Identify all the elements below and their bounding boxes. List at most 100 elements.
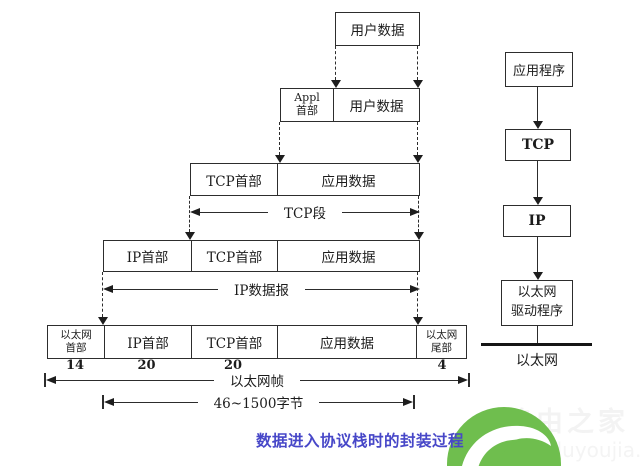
row3-tcp-box: TCP首部 应用数据	[190, 163, 420, 196]
eth-header-line1: 以太网	[60, 329, 92, 342]
dashed-connector	[417, 122, 419, 155]
arrow-right-icon	[410, 208, 421, 216]
row4-tcp-header-cell: TCP首部	[191, 241, 277, 271]
frame-bytes-span: 46~1500字节	[102, 393, 416, 412]
dashed-connector	[279, 122, 281, 155]
arrow-down-icon	[275, 155, 285, 163]
stack-ethernet-driver-cell: 以太网 驱动程序	[502, 281, 572, 325]
ip-datagram-span: IP数据报	[103, 280, 421, 299]
row1-user-data-label: 用户数据	[350, 23, 405, 39]
stack-tcp-box: TCP	[505, 129, 571, 161]
size-eth-trailer: 4	[437, 358, 447, 373]
ethernet-driver-line1: 以太网	[517, 285, 557, 301]
row3-app-data-cell: 应用数据	[277, 164, 419, 195]
ip-datagram-label: IP数据报	[234, 283, 289, 299]
arrow-down-icon	[414, 232, 424, 240]
arrow-right-icon	[403, 398, 414, 406]
arrow-right-icon	[458, 376, 468, 384]
stack-ethernet-driver-box: 以太网 驱动程序	[501, 280, 573, 326]
row5-app-data-label: 应用数据	[320, 336, 374, 352]
row5-app-data-cell: 应用数据	[277, 326, 416, 358]
row2-appl-box: Appl 首部 用户数据	[280, 88, 420, 122]
frame-bytes-label: 46~1500字节	[213, 396, 304, 412]
dashed-connector	[102, 272, 104, 317]
ethernet-frame-label: 以太网帧	[230, 374, 284, 390]
row4-app-data-label: 应用数据	[321, 250, 376, 266]
dim-endbar	[468, 373, 470, 387]
site-logo-icon	[447, 407, 561, 466]
row4-tcp-header-label: TCP首部	[206, 250, 263, 266]
row5-tcp-header-label: TCP首部	[206, 336, 263, 352]
row3-tcp-header-cell: TCP首部	[191, 164, 277, 195]
span-line	[113, 288, 219, 290]
row3-tcp-header-label: TCP首部	[206, 173, 262, 190]
span-line	[56, 379, 214, 381]
row2-user-data-label: 用户数据	[349, 99, 404, 115]
span-line	[200, 211, 269, 213]
row3-app-data-label: 应用数据	[321, 173, 376, 190]
row4-ip-header-cell: IP首部	[104, 241, 191, 271]
arrow-down-icon	[413, 155, 423, 163]
stack-tcp-cell: TCP	[506, 130, 570, 160]
arrow-down-icon	[533, 121, 543, 129]
size-tcp-header: 20	[223, 358, 243, 373]
span-line	[114, 401, 198, 403]
span-line	[304, 288, 411, 290]
row2-appl-header-cell: Appl 首部	[281, 89, 333, 121]
row5-tcp-header-cell: TCP首部	[191, 326, 277, 358]
stack-application-box: 应用程序	[505, 52, 573, 87]
dashed-connector	[417, 272, 419, 317]
row2-user-data-cell: 用户数据	[333, 89, 419, 121]
span-line	[341, 211, 411, 213]
row5-ip-header-cell: IP首部	[104, 326, 191, 358]
row4-ip-box: IP首部 TCP首部 应用数据	[103, 240, 420, 272]
arrow-down-icon	[533, 272, 543, 280]
eth-trailer-line2: 尾部	[431, 342, 452, 354]
stack-tcp-label: TCP	[521, 137, 555, 153]
arrow-down-icon	[533, 197, 543, 205]
arrow-down-icon	[331, 80, 341, 88]
diagram-caption: 数据进入协议栈时的封装过程	[255, 431, 464, 450]
row5-ip-header-label: IP首部	[127, 336, 169, 352]
stack-connector	[537, 161, 539, 197]
dashed-connector	[417, 46, 419, 80]
appl-header-line2: 首部	[296, 104, 318, 117]
stack-connector	[537, 237, 539, 272]
arrow-left-icon	[46, 376, 56, 384]
ethernet-wire	[481, 343, 592, 346]
row5-eth-trailer-cell: 以太网 尾部	[416, 326, 466, 358]
arrow-left-icon	[103, 285, 113, 293]
arrow-down-icon	[185, 232, 195, 240]
stack-application-cell: 应用程序	[506, 53, 572, 86]
row5-eth-header-cell: 以太网 首部	[48, 326, 104, 358]
row1-user-data-box: 用户数据	[335, 12, 420, 46]
row4-app-data-cell: 应用数据	[277, 241, 419, 271]
size-eth-header: 14	[65, 358, 85, 373]
stack-ip-label: IP	[528, 213, 546, 229]
ethernet-driver-line2: 驱动程序	[510, 304, 563, 319]
tcp-segment-span: TCP段	[190, 203, 421, 222]
row4-ip-header-label: IP首部	[126, 250, 169, 266]
ethernet-frame-span: 以太网帧	[44, 371, 470, 390]
stack-connector	[537, 87, 539, 121]
arrow-down-icon	[98, 317, 108, 325]
span-line	[319, 401, 404, 403]
stack-application-label: 应用程序	[512, 64, 565, 79]
tcp-segment-label: TCP段	[284, 206, 326, 222]
span-line	[300, 379, 458, 381]
appl-header-line1: Appl	[294, 91, 320, 105]
row1-user-data-cell: 用户数据	[336, 13, 419, 45]
dim-endbar	[413, 395, 416, 409]
arrow-down-icon	[413, 317, 423, 325]
arrow-left-icon	[104, 398, 114, 406]
dashed-connector	[418, 196, 420, 232]
eth-trailer-line1: 以太网	[425, 329, 458, 342]
dashed-connector	[189, 196, 191, 232]
arrow-down-icon	[413, 80, 423, 88]
dashed-connector	[335, 46, 337, 80]
stack-ip-cell: IP	[504, 206, 570, 236]
arrow-right-icon	[410, 285, 421, 293]
dim-endbar	[44, 373, 46, 387]
stack-ip-box: IP	[503, 205, 571, 237]
